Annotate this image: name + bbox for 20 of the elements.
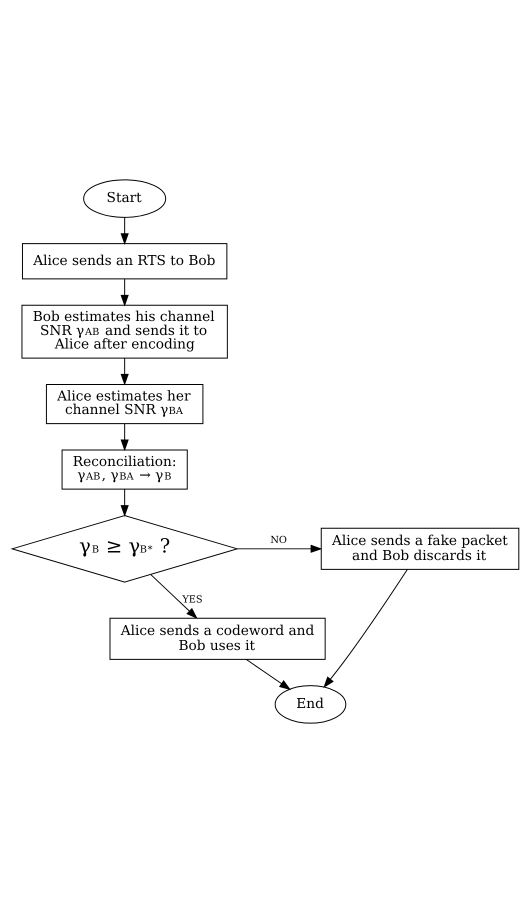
arrow [323,568,408,688]
node-ellipse: Start [83,178,166,218]
arrow [120,216,129,245]
arrow [120,488,129,516]
node-box: Alice estimates her channel SNR γBA [46,384,204,424]
node-box: Alice sends a fake packet and Bob discards it [320,527,520,570]
node-box: Alice sends a codeword and Bob uses it [110,617,326,660]
node-box: Bob estimates his channel SNR γAB and sends it to Alice after encoding [21,304,228,358]
arrow [246,658,291,690]
node-box: Reconciliation: γAB, γBA → γB [62,449,188,490]
node-box: Alice sends an RTS to Bob [22,242,228,279]
arrow [120,358,129,386]
edge-label: NO [270,534,287,546]
node-ellipse: End [274,684,346,724]
node-diamond: γB ≥ γB* ? [10,514,239,582]
arrow [120,278,129,306]
arrow [150,574,198,618]
arrow [120,422,129,451]
edge-label: YES [182,594,203,606]
arrow [236,544,322,552]
